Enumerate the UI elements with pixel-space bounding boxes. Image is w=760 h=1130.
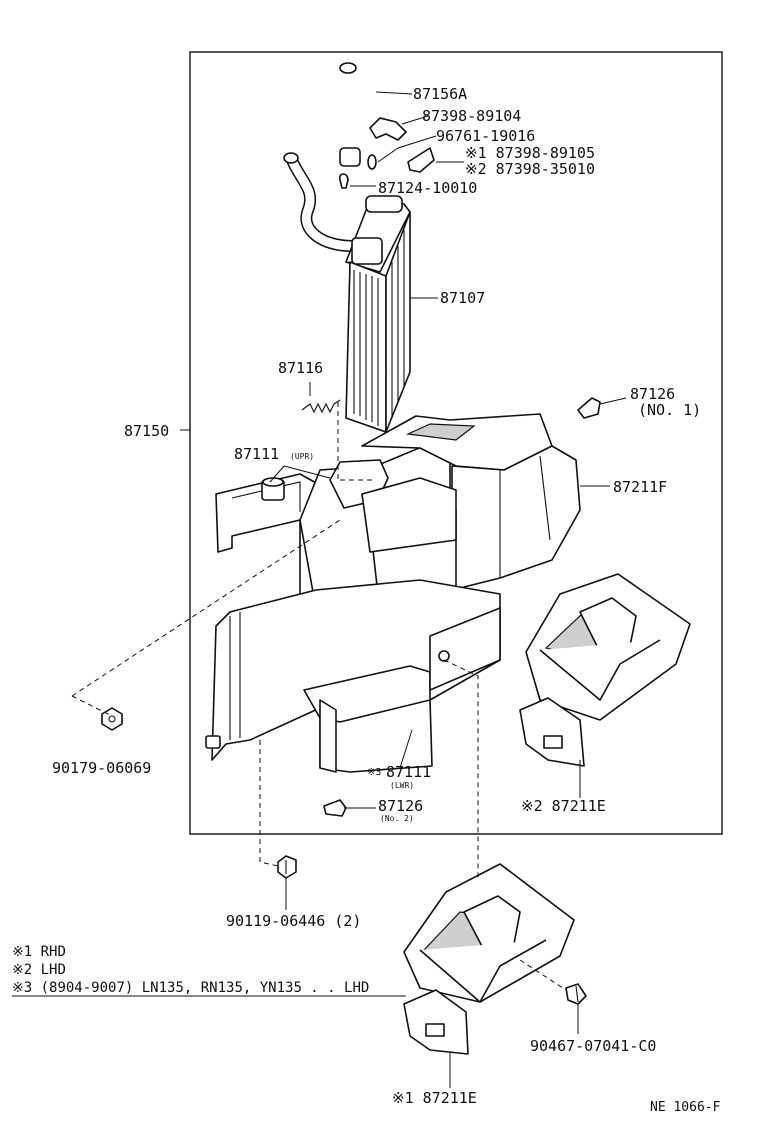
label-87126-no1-sub: (NO. 1): [638, 401, 702, 419]
label-87126-no2-sub: (No. 2): [380, 814, 414, 823]
hose-87156A: [313, 62, 370, 167]
label-87126-no1: 87126: [630, 385, 676, 403]
legend-note-rhd: ※1 RHD: [12, 944, 66, 960]
label-87111-upr: 87111: [234, 445, 280, 463]
label-87111-upr-sub: (UPR): [290, 452, 315, 461]
heater-core-87107: [345, 195, 411, 433]
spring-87116: [301, 399, 341, 414]
clip-87398-89105: [407, 147, 435, 173]
label-87398-89105: ※1 87398-89105: [465, 144, 595, 162]
hose-lower: [283, 152, 353, 252]
label-87107: 87107: [440, 289, 486, 307]
legend-note-3: ※3 (8904-9007) LN135, RN135, YN135 . . L…: [12, 980, 370, 996]
label-87211E-rhd: ※1 87211E: [392, 1089, 477, 1107]
nut-90179: [101, 707, 123, 731]
legend-note-lhd: ※2 LHD: [12, 962, 66, 978]
case-87211F: [361, 413, 581, 615]
screw-90467: [565, 983, 587, 1005]
label-87116: 87116: [278, 359, 324, 377]
clamp-87398-89104: [369, 117, 407, 141]
label-87124-10010: 87124-10010: [378, 179, 478, 197]
label-87126-no2: 87126: [378, 797, 424, 815]
o-ring-96761: [367, 154, 377, 170]
label-90119-06446: 90119-06446 (2): [226, 912, 362, 930]
label-96761-19016: 96761-19016: [436, 127, 536, 145]
label-87150: 87150: [124, 422, 170, 440]
case-87211E-lhd: [519, 573, 691, 767]
label-87111-lwr: 87111: [386, 763, 432, 781]
assembly-frame: [189, 51, 723, 835]
label-87211F: 87211F: [613, 478, 668, 496]
label-87398-89104: 87398-89104: [422, 107, 522, 125]
alignment-lines: [71, 402, 567, 991]
label-87111-lwr-mark: ※3: [367, 767, 382, 778]
label-90467-07041-C0: 90467-07041-C0: [530, 1037, 657, 1055]
label-87111-lwr-sub: (LWR): [390, 781, 415, 790]
clip-87126-no1: [577, 397, 601, 419]
label-87398-35010: ※2 87398-35010: [465, 160, 595, 178]
clip-87126-no2: [323, 799, 347, 817]
label-87211E-lhd: ※2 87211E: [521, 797, 606, 815]
label-87156A: 87156A: [413, 85, 468, 103]
label-90179-06069: 90179-06069: [52, 759, 152, 777]
leader-lines: [12, 91, 627, 1088]
screw-90119: [277, 855, 297, 879]
diagram-reference-code: NE 1066-F: [650, 1100, 721, 1115]
case-87211E-rhd: [403, 863, 575, 1055]
lower-case-87111: [205, 579, 501, 773]
pin-87124: [338, 173, 349, 189]
